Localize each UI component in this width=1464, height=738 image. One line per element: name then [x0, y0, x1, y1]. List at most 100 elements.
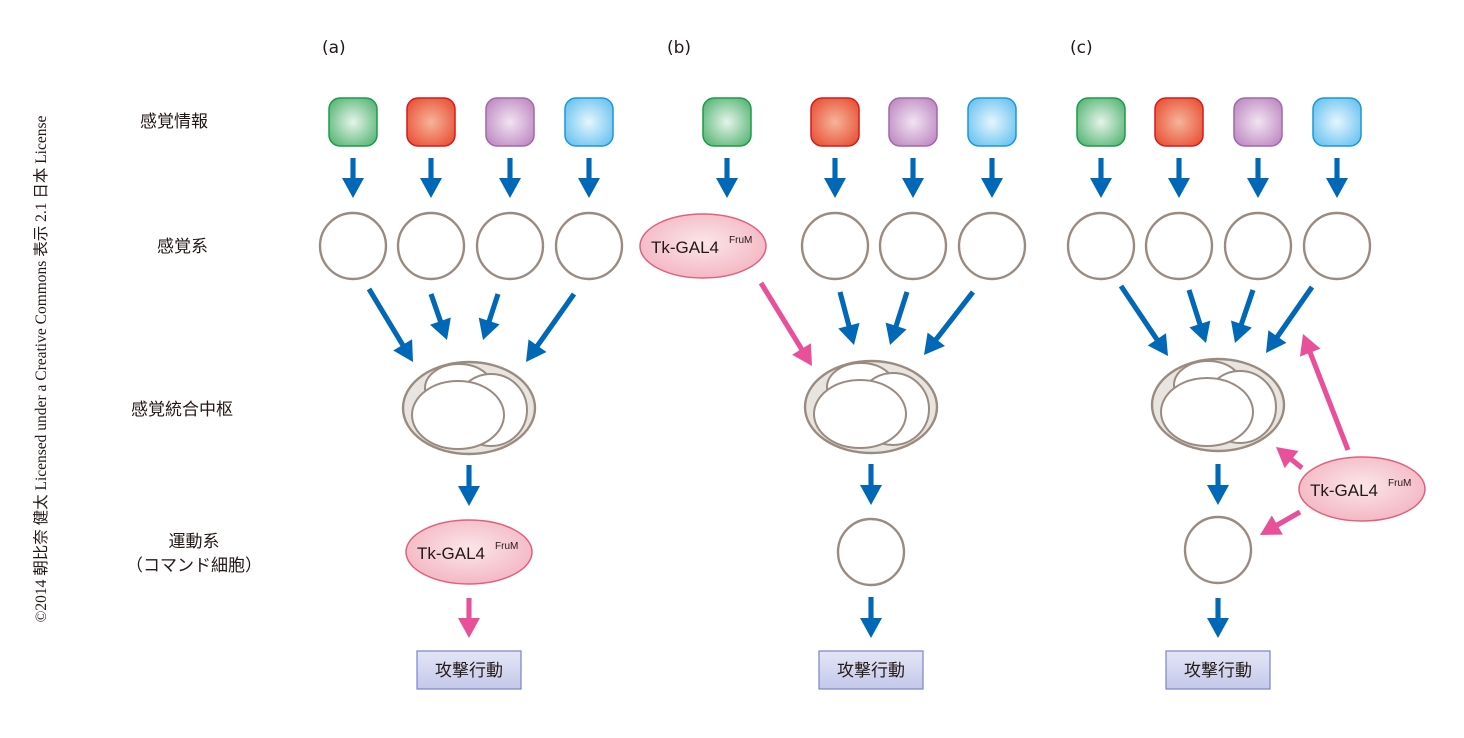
c-arrow-tk-to-motor: [1260, 509, 1302, 535]
a-stimulus-green: [328, 97, 378, 147]
a-arrow-stim-4-head: [578, 178, 600, 198]
b-stimulus-purple: [888, 97, 938, 147]
c-arrow-stim-1: [1090, 158, 1112, 198]
c-arrow-motor-output-head: [1207, 618, 1229, 638]
a-arrow-sense-2-head: [430, 317, 451, 340]
c-arrow-stim-4: [1326, 158, 1348, 198]
c-arrow-sense-3: [1231, 289, 1256, 343]
b-sensory-cell-2: [800, 211, 870, 281]
c-arrow-sense-2-head: [1189, 320, 1211, 343]
b-arrow-sense-2-head: [838, 322, 860, 345]
c-tk-gal4-neuron-superscript: FruM: [1388, 478, 1411, 489]
c-arrow-integration-motor-head: [1207, 485, 1229, 505]
b-arrow-sense-3: [885, 291, 910, 345]
c-sensory-cell-4: [1302, 211, 1372, 281]
b-arrow-sense-3-shaft: [893, 291, 910, 329]
panel-label-b: (b): [667, 38, 692, 58]
a-arrow-sense-3: [478, 293, 501, 340]
c-arrow-sense-4-head: [1266, 330, 1287, 353]
b-output-attack-behavior-box: [818, 650, 924, 690]
a-tk-gal4-neuron: Tk-GAL4 FruM: [405, 519, 533, 585]
c-arrow-tk-to-sensory-shaft: [1307, 349, 1351, 451]
c-arrow-tk-to-motor-shaft: [1274, 509, 1302, 529]
b-output-attack-behavior-label: 攻撃行動: [837, 661, 905, 681]
b-stimulus-red: [810, 97, 860, 147]
b-stimulus-cyan: [967, 97, 1017, 147]
a-arrow-sense-1: [366, 287, 413, 362]
a-arrow-integration-motor-head: [458, 486, 480, 506]
c-output-attack-behavior-box: [1165, 650, 1271, 690]
a-stimulus-purple: [485, 97, 535, 147]
c-arrow-sense-1-head: [1147, 333, 1168, 356]
b-motor-cell: [836, 517, 906, 587]
b-arrow-tk-integration-shaft: [758, 281, 805, 353]
a-arrow-stim-1: [342, 158, 364, 198]
c-arrow-sense-3-shaft: [1238, 289, 1256, 327]
a-sensory-cell-4: [554, 211, 624, 281]
c-arrow-tk-to-motor-head: [1260, 515, 1283, 535]
c-tk-gal4-neuron: Tk-GAL4 FruM: [1298, 456, 1426, 522]
b-arrow-tk-integration: [758, 281, 812, 366]
row-label-motor-system-line1: 運動系: [168, 532, 220, 552]
a-tk-gal4-neuron-label: Tk-GAL4: [417, 544, 485, 563]
a-output-attack-behavior-box: [416, 650, 522, 690]
panel-label-c: (c): [1070, 38, 1093, 58]
a-output-attack-behavior: 攻撃行動: [416, 650, 522, 690]
a-tk-gal4-neuron-superscript: FruM: [495, 541, 518, 552]
c-arrow-stim-4-head: [1326, 178, 1348, 198]
a-arrow-sense-3-head: [478, 317, 500, 340]
b-arrow-sense-4-head: [924, 332, 945, 355]
b-arrow-sense-4: [924, 290, 976, 355]
b-arrow-stim-2-head: [824, 178, 846, 198]
a-arrow-sense-2-shaft: [428, 293, 444, 324]
b-stimulus-green: [702, 97, 752, 147]
c-tk-gal4-neuron-label: Tk-GAL4: [1310, 481, 1378, 500]
c-arrow-stim-3: [1247, 158, 1269, 198]
c-arrow-sense-4-shaft: [1274, 285, 1315, 340]
c-arrow-sense-4: [1266, 285, 1315, 353]
c-arrow-tk-to-sensory: [1299, 334, 1351, 451]
c-arrow-tk-to-integration-head: [1276, 447, 1299, 469]
a-arrow-sense-3-shaft: [486, 293, 501, 324]
a-tk-gal4-neuron-body: [405, 519, 533, 585]
a-arrow-motor-output: [458, 598, 480, 638]
c-arrow-stim-2-head: [1168, 178, 1190, 198]
b-arrow-motor-output-head: [860, 618, 882, 638]
c-arrow-integration-motor: [1207, 464, 1229, 505]
a-arrow-sense-4: [526, 292, 577, 362]
a-arrow-stim-2-head: [420, 178, 442, 198]
c-integration-center-lobe-main: [1160, 377, 1254, 447]
b-arrow-stim-3-head: [902, 178, 924, 198]
a-stimulus-red: [406, 97, 456, 147]
b-arrow-integration-motor-head: [860, 485, 882, 505]
row-label-sensory-info: 感覚情報: [140, 112, 208, 132]
b-arrow-stim-1: [716, 158, 738, 198]
c-output-attack-behavior: 攻撃行動: [1165, 650, 1271, 690]
c-tk-gal4-neuron-body: [1298, 456, 1426, 522]
b-arrow-stim-4: [981, 158, 1003, 198]
c-arrow-stim-1-head: [1090, 178, 1112, 198]
a-sensory-cell-1: [318, 211, 388, 281]
c-sensory-cell-3: [1223, 211, 1293, 281]
a-integration-center: [401, 360, 537, 456]
a-arrow-integration-motor: [458, 465, 480, 506]
c-arrow-tk-to-sensory-head: [1299, 334, 1321, 357]
a-arrow-stim-2: [420, 158, 442, 198]
c-arrow-sense-2-shaft: [1186, 289, 1203, 327]
b-arrow-integration-motor: [860, 464, 882, 505]
b-output-attack-behavior: 攻撃行動: [818, 650, 924, 690]
a-output-attack-behavior-label: 攻撃行動: [435, 661, 503, 681]
a-stimulus-cyan: [564, 97, 614, 147]
a-arrow-stim-3: [499, 158, 521, 198]
b-tk-gal4-neuron-body: [639, 213, 767, 279]
c-integration-center: [1150, 357, 1286, 453]
a-integration-center-lobe-main: [411, 380, 505, 450]
b-arrow-stim-2: [824, 158, 846, 198]
b-arrow-motor-output: [860, 597, 882, 638]
c-arrow-sense-3-head: [1231, 320, 1252, 343]
c-arrow-tk-to-integration: [1276, 447, 1304, 470]
c-arrow-stim-3-head: [1247, 178, 1269, 198]
c-stimulus-red: [1154, 97, 1204, 147]
